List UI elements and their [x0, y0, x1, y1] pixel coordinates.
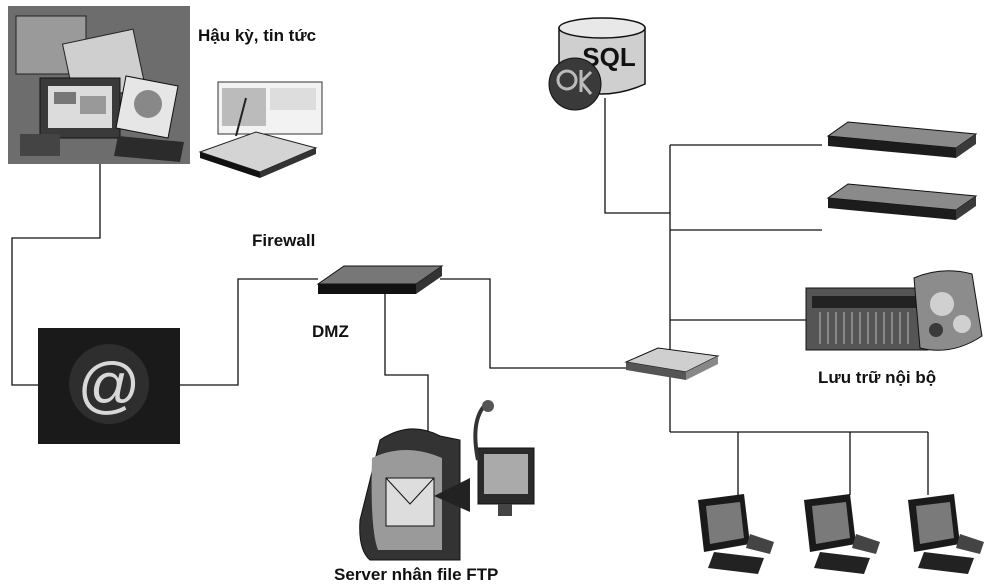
storage-array-icon — [805, 270, 983, 351]
sql-database-icon: SQL — [548, 17, 646, 111]
firewall-label: Firewall — [252, 231, 316, 250]
rack-server-icon — [826, 183, 978, 220]
workstation-icon — [804, 494, 880, 574]
network-switch-icon — [624, 347, 720, 380]
workstation-icon — [698, 494, 774, 574]
scanner-icon — [198, 81, 323, 178]
link-mail-firewall — [178, 278, 318, 386]
link-postprod-mail — [11, 163, 101, 386]
storage-label: Lưu trữ nội bộ — [818, 368, 937, 387]
svg-text:@: @ — [78, 351, 141, 420]
rack-server-icon — [826, 121, 978, 158]
mail-server-icon: @ — [38, 328, 180, 444]
post-production-label: Hậu kỳ, tin tức — [198, 26, 317, 45]
ftp-server-icon — [359, 400, 535, 561]
firewall-icon — [316, 265, 444, 294]
workstation-icon — [908, 494, 984, 574]
dmz-label: DMZ — [312, 322, 349, 341]
link-firewall-ftp — [384, 292, 429, 450]
workstation-collage-icon — [8, 6, 190, 164]
link-firewall-switch — [440, 278, 628, 369]
ftp-server-label: Server nhân file FTP — [334, 565, 499, 584]
link-sql-bus — [604, 98, 670, 214]
